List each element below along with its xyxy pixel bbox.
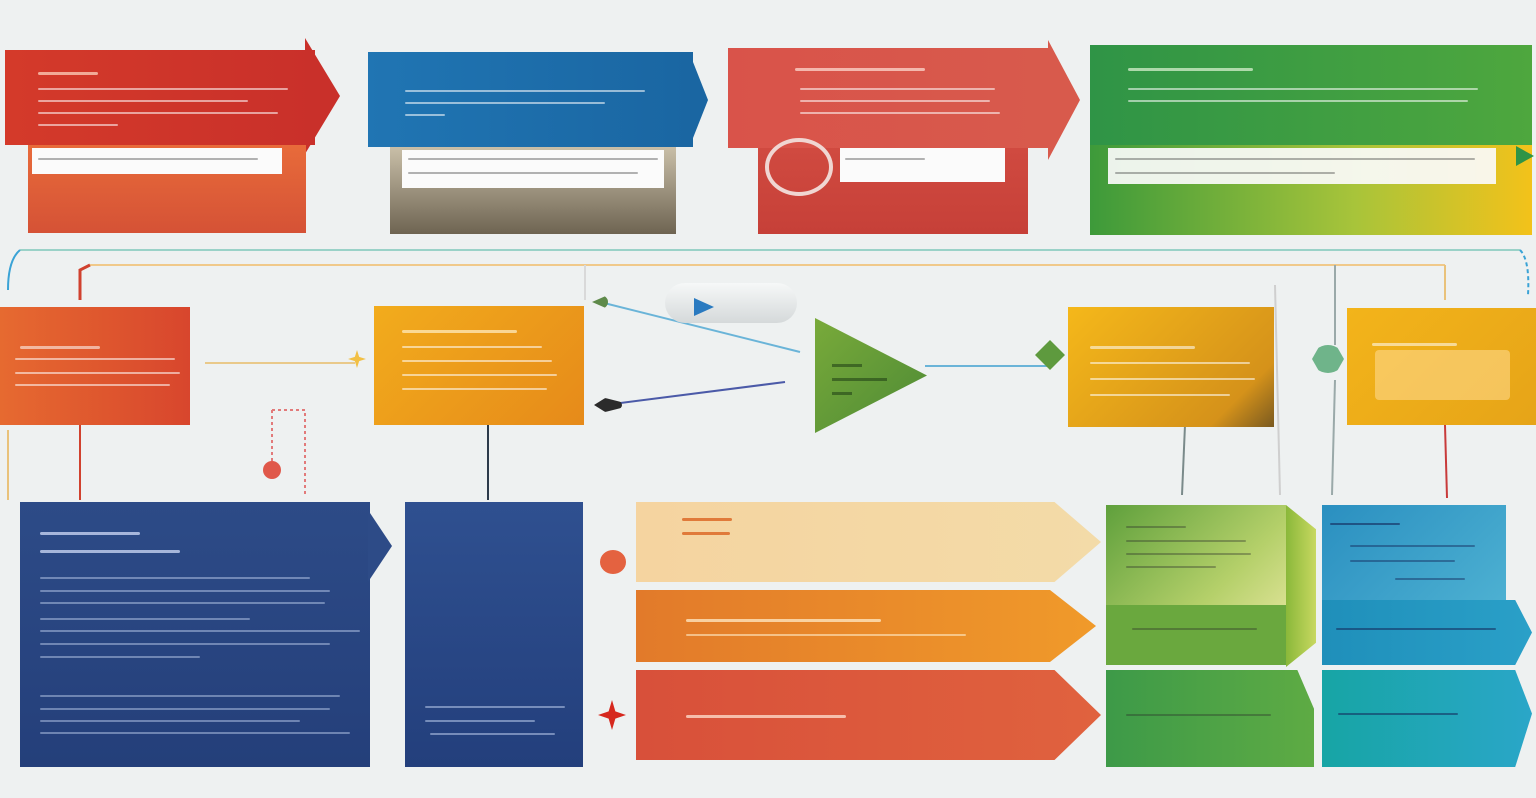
panel-teal-bottom bbox=[1322, 670, 1532, 767]
panel-orange-arrow bbox=[636, 590, 1096, 662]
banner-green bbox=[1090, 45, 1532, 145]
node-dot bbox=[1312, 345, 1344, 373]
banner-red-inset bbox=[32, 148, 282, 174]
panel-tan-arrow bbox=[636, 502, 1101, 582]
arrow-head-icon bbox=[1516, 146, 1534, 166]
banner-salmon-inset bbox=[840, 148, 1005, 182]
banner-green-inset bbox=[1108, 148, 1496, 184]
box-orange-left bbox=[0, 307, 190, 425]
panel-green-mid bbox=[1106, 605, 1286, 665]
panel-navy-large bbox=[20, 502, 370, 767]
arrow-head-icon bbox=[305, 38, 340, 154]
banner-red bbox=[5, 50, 315, 145]
box-amber-right bbox=[1068, 307, 1274, 427]
panel-green-bottom bbox=[1106, 670, 1314, 767]
banner-blue bbox=[368, 52, 693, 147]
box-amber-far-right-inset bbox=[1375, 350, 1510, 400]
node-dot bbox=[600, 550, 626, 574]
panel-navy-narrow bbox=[405, 502, 583, 767]
database-icon bbox=[665, 283, 797, 323]
arrow-head-icon bbox=[368, 510, 392, 582]
panel-teal-arrow-mid bbox=[1322, 600, 1532, 665]
gear-icon bbox=[765, 138, 833, 196]
arrow-head-icon bbox=[693, 62, 708, 138]
arrow-head-icon bbox=[694, 298, 714, 316]
box-amber bbox=[374, 306, 584, 425]
node-dot bbox=[594, 398, 622, 412]
panel-green-stack bbox=[1106, 505, 1286, 605]
banner-salmon bbox=[728, 48, 1050, 148]
banner-blue-inset bbox=[402, 150, 664, 188]
node-dot bbox=[263, 461, 281, 479]
arrow-head-icon bbox=[1048, 40, 1080, 160]
panel-green-side bbox=[1286, 505, 1316, 667]
